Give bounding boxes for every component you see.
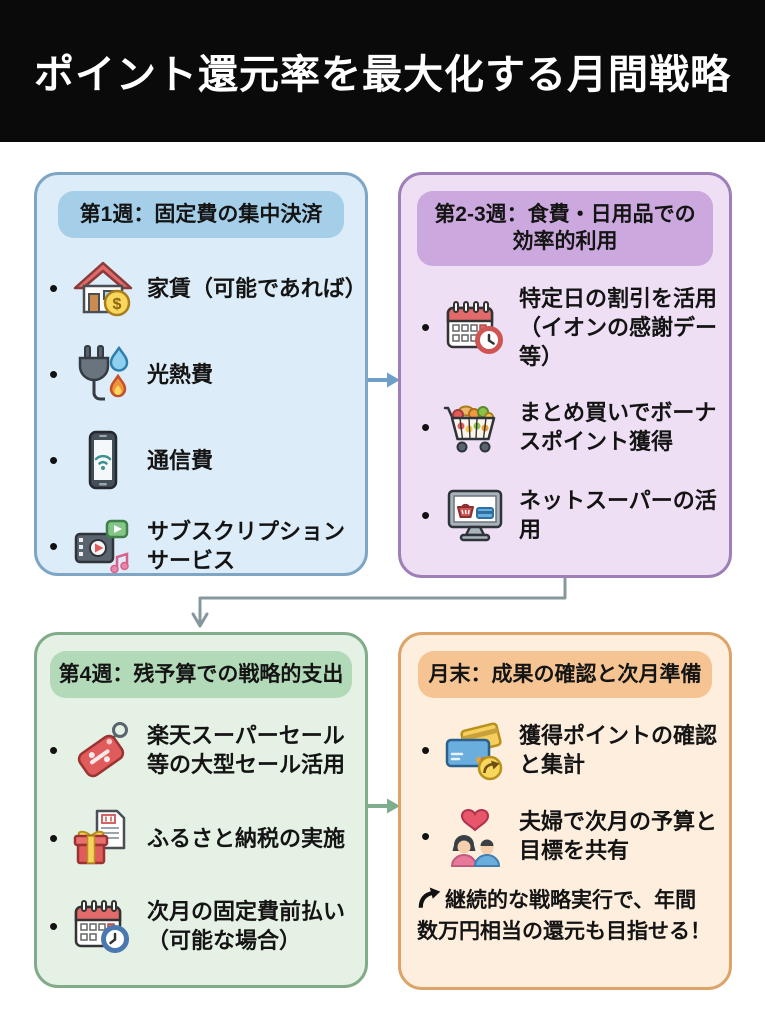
week1-box: 第1週：固定費の集中決済 $ 家賃（可能であれば）	[34, 172, 368, 576]
week1-header-label: 第1週：固定費の集中決済	[79, 203, 323, 226]
item-text: まとめ買いでボーナスポイント獲得	[519, 399, 717, 454]
item-text: 特定日の割引を活用（イオンの感謝デー等）	[519, 285, 718, 369]
connector-week23-to-week4-icon	[191, 573, 567, 628]
upturn-arrow-icon	[417, 886, 441, 910]
list-item: ネットスーパーの活用	[421, 483, 729, 547]
list-item: ふるさと納税の実施	[49, 806, 365, 870]
week4-header-badge: 第4週：残予算での戦略的支出	[50, 651, 352, 699]
smartphone-wifi-icon	[71, 428, 135, 492]
week1-item-list: $ 家賃（可能であれば） 光熱費	[37, 238, 367, 578]
week4-header-label: 第4週：残予算での戦略的支出	[58, 663, 344, 686]
list-item: まとめ買いでボーナスポイント獲得	[421, 395, 729, 459]
week4-box: 第4週：残予算での戦略的支出	[34, 632, 368, 988]
week4-item-list: 楽天スーパーセール等の大型セール活用 ふるさと納税の実施	[37, 698, 365, 958]
couple-heart-icon	[443, 804, 507, 868]
item-text: 楽天スーパーセール等の大型セール活用	[147, 723, 346, 778]
grocery-cart-icon	[443, 395, 507, 459]
list-item: 次月の固定費前払い（可能な場合）	[49, 894, 365, 958]
summary-note-text: 継続的な戦略実行で、年間数万円相当の還元も目指せる！	[417, 889, 711, 943]
house-coin-icon: $	[71, 256, 135, 320]
week2-3-header-label: 第2-3週：食費・日用品での効率的利用	[434, 203, 696, 254]
list-item: 夫婦で次月の予算と目標を共有	[421, 804, 729, 868]
calendar-discount-icon	[443, 295, 507, 359]
month-end-header-label: 月末：成果の確認と次月準備	[428, 663, 702, 686]
arrow-week4-to-monthend-icon	[368, 798, 400, 814]
item-text: サブスクリプションサービス	[147, 519, 346, 574]
list-item: 光熱費	[49, 342, 365, 406]
list-item: サブスクリプションサービス	[49, 514, 365, 578]
list-item: 獲得ポイントの確認と集計	[421, 718, 729, 782]
item-text: 夫婦で次月の予算と目標を共有	[519, 809, 718, 864]
item-text: 次月の固定費前払い（可能な場合）	[147, 899, 346, 954]
list-item: $ 家賃（可能であれば）	[49, 256, 367, 320]
month-end-item-list: 獲得ポイントの確認と集計 夫婦で次月の予算と目標を共有	[401, 698, 729, 868]
list-item: 通信費	[49, 428, 365, 492]
point-cards-icon	[443, 718, 507, 782]
page-header: ポイント還元率を最大化する月間戦略	[0, 0, 765, 142]
week2-3-item-list: 特定日の割引を活用（イオンの感謝デー等）	[401, 266, 729, 547]
list-item: 楽天スーパーセール等の大型セール活用	[49, 718, 365, 782]
sale-tag-icon	[71, 718, 135, 782]
online-supermarket-icon	[443, 483, 507, 547]
month-end-header-badge: 月末：成果の確認と次月準備	[418, 651, 712, 699]
arrow-week1-to-week23-icon	[368, 372, 400, 388]
item-text: ネットスーパーの活用	[519, 487, 717, 542]
page-title: ポイント還元率を最大化する月間戦略	[34, 53, 731, 97]
svg-text:$: $	[113, 296, 122, 313]
item-text: 家賃（可能であれば）	[147, 275, 367, 301]
furusato-gift-icon	[71, 806, 135, 870]
month-end-box: 月末：成果の確認と次月準備	[398, 632, 732, 990]
week1-header-badge: 第1週：固定費の集中決済	[58, 191, 344, 239]
week2-3-box: 第2-3週：食費・日用品での効率的利用	[398, 172, 732, 578]
list-item: 特定日の割引を活用（イオンの感謝デー等）	[421, 284, 729, 371]
item-text: 光熱費	[147, 361, 214, 387]
item-text: ふるさと納税の実施	[147, 825, 346, 851]
item-text: 通信費	[147, 447, 214, 473]
calendar-prepay-icon	[71, 894, 135, 958]
summary-note: 継続的な戦略実行で、年間数万円相当の還元も目指せる！	[417, 886, 717, 947]
subscription-media-icon	[71, 514, 135, 578]
item-text: 獲得ポイントの確認と集計	[519, 723, 718, 778]
week2-3-header-badge: 第2-3週：食費・日用品での効率的利用	[417, 191, 713, 266]
utilities-plug-icon	[71, 342, 135, 406]
